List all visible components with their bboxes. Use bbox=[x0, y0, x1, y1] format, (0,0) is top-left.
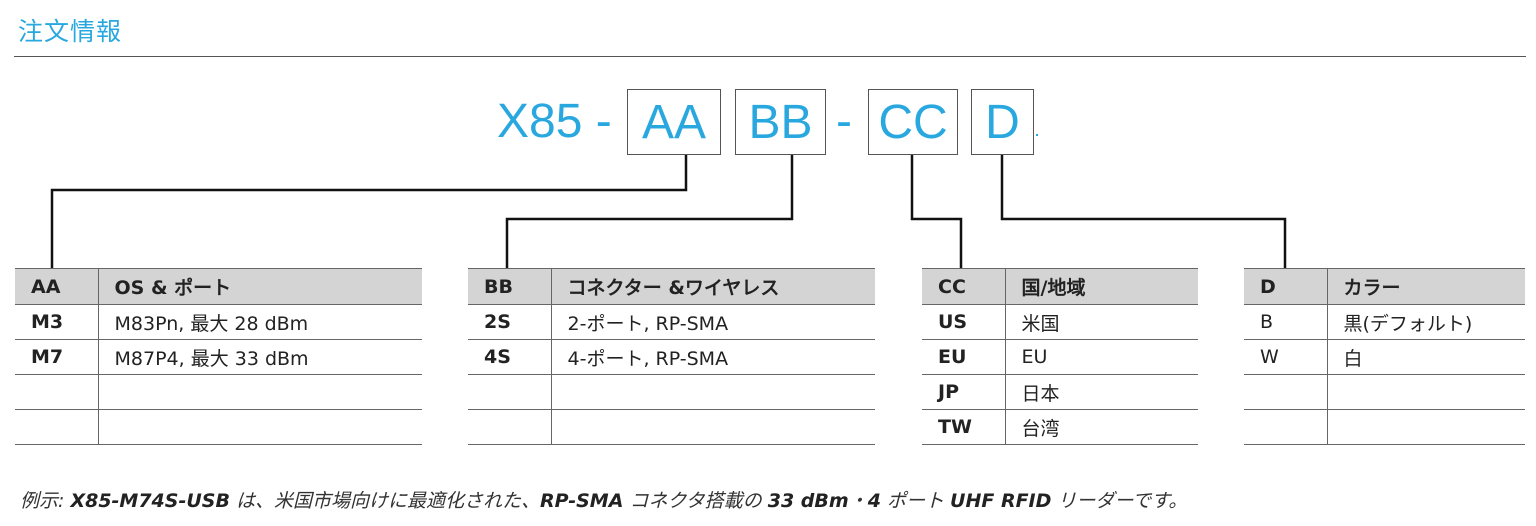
table-row bbox=[1244, 374, 1525, 410]
table-header-label: OS & ポート bbox=[98, 268, 422, 305]
code-separator: - bbox=[836, 95, 852, 148]
example-model: X85-M74S-USB bbox=[70, 490, 230, 512]
connector-aa bbox=[50, 155, 688, 268]
table-header-code: D bbox=[1244, 268, 1328, 305]
table-row bbox=[15, 409, 422, 445]
table-header-code: AA bbox=[15, 268, 99, 305]
code-box-cc: CC bbox=[868, 89, 958, 155]
heading-rule bbox=[14, 56, 1526, 57]
connector-d bbox=[1000, 155, 1287, 268]
table-header-label: 国/地域 bbox=[1005, 268, 1198, 305]
connector-cc bbox=[910, 155, 963, 268]
table-header-label: カラー bbox=[1327, 268, 1525, 305]
table-row bbox=[15, 374, 422, 410]
table-header-code: CC bbox=[922, 268, 1006, 305]
code-box-aa: AA bbox=[627, 89, 721, 155]
table-row bbox=[1244, 409, 1525, 445]
table-row bbox=[468, 374, 875, 410]
code-box-d: D bbox=[971, 89, 1034, 155]
model-prefix: X85 - bbox=[497, 95, 612, 148]
connector-bb bbox=[505, 155, 794, 268]
table-header-label: コネクター &ワイヤレス bbox=[551, 268, 875, 305]
example-note: 例示: X85-M74S-USB は、米国市場向けに最適化された、RP-SMA … bbox=[20, 490, 1188, 512]
table-header-code: BB bbox=[468, 268, 552, 305]
code-box-bb: BB bbox=[735, 89, 826, 155]
code-trailing-dot bbox=[1036, 134, 1038, 136]
section-heading: 注文情報 bbox=[18, 17, 123, 46]
table-row bbox=[468, 409, 875, 445]
